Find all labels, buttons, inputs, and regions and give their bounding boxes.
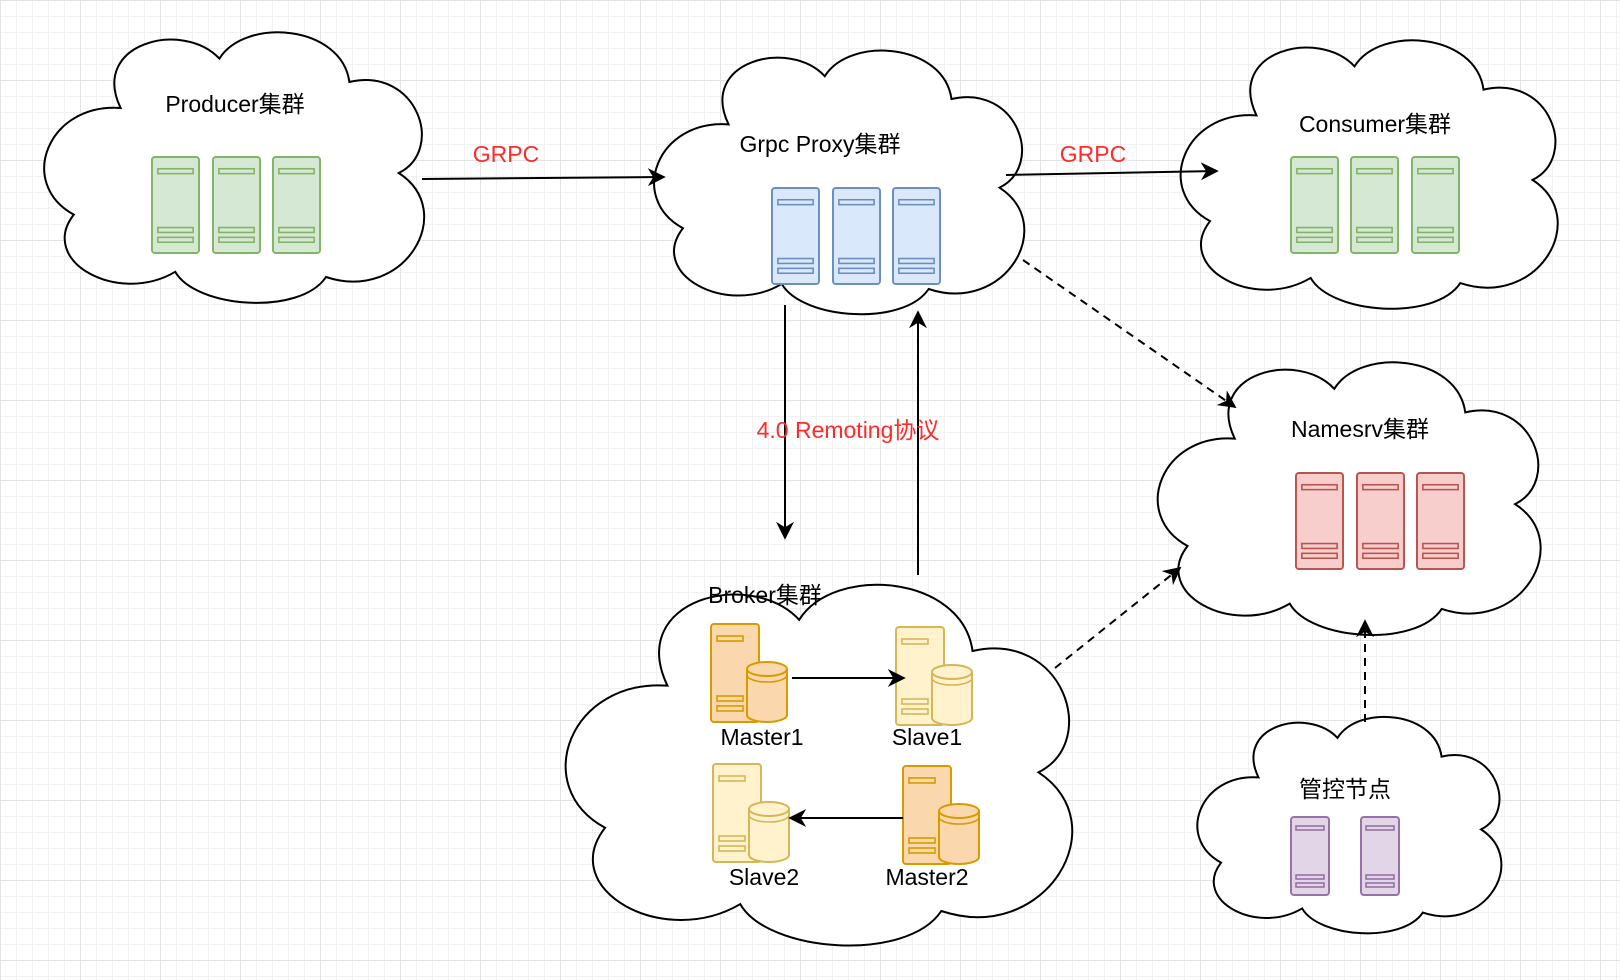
proxy-title: Grpc Proxy集群	[739, 131, 900, 157]
server-icon	[151, 155, 200, 255]
server-icon	[1295, 471, 1344, 571]
consumer-servers	[1290, 155, 1460, 255]
server-icon	[1416, 471, 1465, 571]
broker-title: Broker集群	[708, 582, 822, 608]
server-icon	[212, 155, 261, 255]
server-icon	[1356, 471, 1405, 571]
grpc-label-left: GRPC	[473, 141, 539, 167]
server-icon	[1350, 155, 1399, 255]
grpc-label-right: GRPC	[1060, 141, 1126, 167]
remoting-protocol-label: 4.0 Remoting协议	[757, 417, 940, 443]
master2-label: Master2	[885, 864, 968, 890]
namesrv-servers	[1295, 471, 1465, 571]
slave2-label: Slave2	[729, 864, 799, 890]
consumer-title: Consumer集群	[1299, 111, 1451, 137]
slave1-label: Slave1	[892, 724, 962, 750]
server-icon	[892, 186, 941, 286]
control-title: 管控节点	[1299, 776, 1391, 802]
server-icon	[832, 186, 881, 286]
proxy-servers	[771, 186, 941, 286]
broker-to-namesrv-dashed-arrow	[1054, 566, 1182, 669]
control-cloud	[1196, 715, 1503, 935]
server-icon	[1411, 155, 1460, 255]
server-icon	[771, 186, 820, 286]
server-icon	[1290, 816, 1330, 896]
namesrv-cloud	[1156, 361, 1542, 637]
proxy-to-namesrv-dashed-arrow	[1022, 259, 1237, 409]
producer-title: Producer集群	[165, 91, 304, 117]
producer-servers	[151, 155, 321, 255]
broker-cloud	[563, 582, 1075, 948]
master1-label: Master1	[720, 724, 803, 750]
producer-to-proxy-arrow	[421, 168, 666, 187]
server-icon	[1290, 155, 1339, 255]
server-icon	[1360, 816, 1400, 896]
namesrv-title: Namesrv集群	[1291, 416, 1429, 442]
server-icon	[272, 155, 321, 255]
proxy-to-consumer-arrow	[1005, 162, 1219, 181]
